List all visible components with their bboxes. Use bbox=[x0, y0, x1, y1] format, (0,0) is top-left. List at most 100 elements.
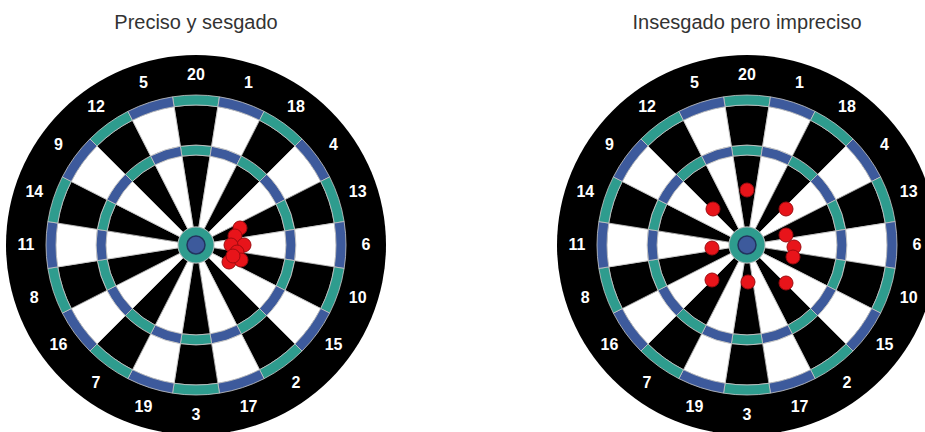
double-ring-segment bbox=[260, 111, 303, 146]
double-ring-segment bbox=[846, 139, 881, 182]
sector-number-box: 4 bbox=[329, 136, 338, 154]
sector-number: 16 bbox=[50, 336, 68, 353]
outer-single-segment bbox=[607, 223, 648, 267]
double-ring-segment bbox=[218, 97, 264, 120]
sector-number: 6 bbox=[362, 236, 371, 253]
sector-number: 1 bbox=[795, 74, 804, 91]
treble-ring bbox=[647, 145, 847, 345]
dart-hit bbox=[705, 241, 719, 255]
sector-number-box: 11 bbox=[569, 236, 586, 254]
bullseye bbox=[738, 236, 756, 254]
sector-number: 11 bbox=[569, 236, 586, 253]
sector-number-box: 6 bbox=[913, 236, 922, 254]
double-ring-segment bbox=[128, 370, 174, 393]
double-ring-segment bbox=[90, 111, 133, 146]
sector-number: 4 bbox=[880, 136, 889, 153]
sector-number-box: 9 bbox=[605, 136, 614, 154]
sector-number: 18 bbox=[838, 98, 856, 115]
double-ring-segment bbox=[679, 97, 725, 120]
sector-number-box: 14 bbox=[25, 183, 43, 201]
sector-number: 14 bbox=[25, 183, 43, 200]
sector-number: 20 bbox=[738, 66, 756, 83]
board-rim bbox=[557, 55, 925, 432]
double-ring-segment bbox=[769, 370, 815, 393]
double-ring-segment bbox=[295, 309, 330, 352]
treble-ring-segment bbox=[836, 229, 847, 260]
outer-single-segment bbox=[846, 223, 887, 267]
sector-number-box: 4 bbox=[880, 136, 889, 154]
sector-number-box: 16 bbox=[601, 336, 619, 354]
double-ring-segment bbox=[769, 97, 815, 120]
double-ring-segment bbox=[613, 139, 648, 182]
double-ring-segment bbox=[885, 222, 897, 269]
double-ring-segment bbox=[46, 222, 58, 269]
outer-single-segment bbox=[295, 223, 336, 267]
double-ring-segment bbox=[599, 177, 622, 223]
double-ring-segment bbox=[90, 344, 133, 379]
double-ring-segment bbox=[679, 370, 725, 393]
sector-number-box: 15 bbox=[876, 336, 894, 354]
sector-number-box: 2 bbox=[291, 374, 300, 392]
inner-single bbox=[657, 155, 837, 335]
sector-number: 20 bbox=[187, 66, 205, 83]
sector-number: 17 bbox=[240, 398, 258, 415]
double-ring-segment bbox=[613, 309, 648, 352]
outer-single-segment bbox=[56, 223, 97, 267]
double-ring-segment bbox=[321, 267, 344, 313]
double-ring-segment bbox=[295, 139, 330, 182]
sector-number-box: 13 bbox=[349, 183, 367, 201]
sector-number: 3 bbox=[192, 406, 201, 423]
double-ring-segment bbox=[597, 222, 609, 269]
inner-single bbox=[106, 155, 286, 335]
board-title-box: Preciso y sesgado bbox=[114, 11, 277, 34]
sector-number: 12 bbox=[638, 98, 656, 115]
sector-number-box: 15 bbox=[325, 336, 343, 354]
double-ring-segment bbox=[846, 309, 881, 352]
sector-number-box: 3 bbox=[192, 406, 201, 424]
dart-hit bbox=[226, 249, 240, 263]
outer-single-segment bbox=[725, 105, 769, 146]
sector-number: 8 bbox=[30, 289, 39, 306]
treble-ring-segment bbox=[180, 145, 211, 156]
sector-number-box: 11 bbox=[18, 236, 35, 254]
dart-hit bbox=[706, 202, 720, 216]
double-ring-segment bbox=[218, 370, 264, 393]
double-ring-segment bbox=[48, 267, 71, 313]
sector-number-box: 8 bbox=[30, 289, 39, 307]
double-ring-segment bbox=[872, 267, 895, 313]
sector-number: 17 bbox=[791, 398, 809, 415]
sector-number: 8 bbox=[581, 289, 590, 306]
sector-number-box: 18 bbox=[287, 98, 305, 116]
sector-number-box: 16 bbox=[50, 336, 68, 354]
dart-hit bbox=[779, 202, 793, 216]
board-title-box: Insesgado pero impreciso bbox=[632, 11, 861, 34]
treble-ring-segment bbox=[731, 145, 762, 156]
sector-number: 2 bbox=[291, 374, 300, 391]
treble-ring-segment bbox=[731, 334, 762, 345]
bullseye bbox=[187, 236, 205, 254]
sector-number: 19 bbox=[686, 398, 704, 415]
double-ring bbox=[46, 95, 346, 395]
inner-single-segment bbox=[155, 156, 193, 229]
sector-number-box: 1 bbox=[795, 74, 804, 92]
sector-number: 7 bbox=[643, 374, 652, 391]
sector-number: 19 bbox=[135, 398, 153, 415]
sector-number-box: 20 bbox=[738, 66, 756, 84]
outer-single-segment bbox=[174, 105, 218, 146]
sector-number-box: 8 bbox=[581, 289, 590, 307]
sector-number: 3 bbox=[743, 406, 752, 423]
dart-hit bbox=[779, 228, 793, 242]
dart-hit bbox=[779, 276, 793, 290]
sector-number: 16 bbox=[601, 336, 619, 353]
sector-number: 18 bbox=[287, 98, 305, 115]
treble-ring bbox=[96, 145, 296, 345]
dart-hit bbox=[741, 275, 755, 289]
sector-number: 13 bbox=[900, 183, 918, 200]
sector-number: 5 bbox=[139, 74, 148, 91]
sector-number-box: 7 bbox=[92, 374, 101, 392]
double-ring-segment bbox=[724, 383, 771, 395]
double-ring-segment bbox=[321, 177, 344, 223]
sector-number: 5 bbox=[690, 74, 699, 91]
double-ring-segment bbox=[872, 177, 895, 223]
